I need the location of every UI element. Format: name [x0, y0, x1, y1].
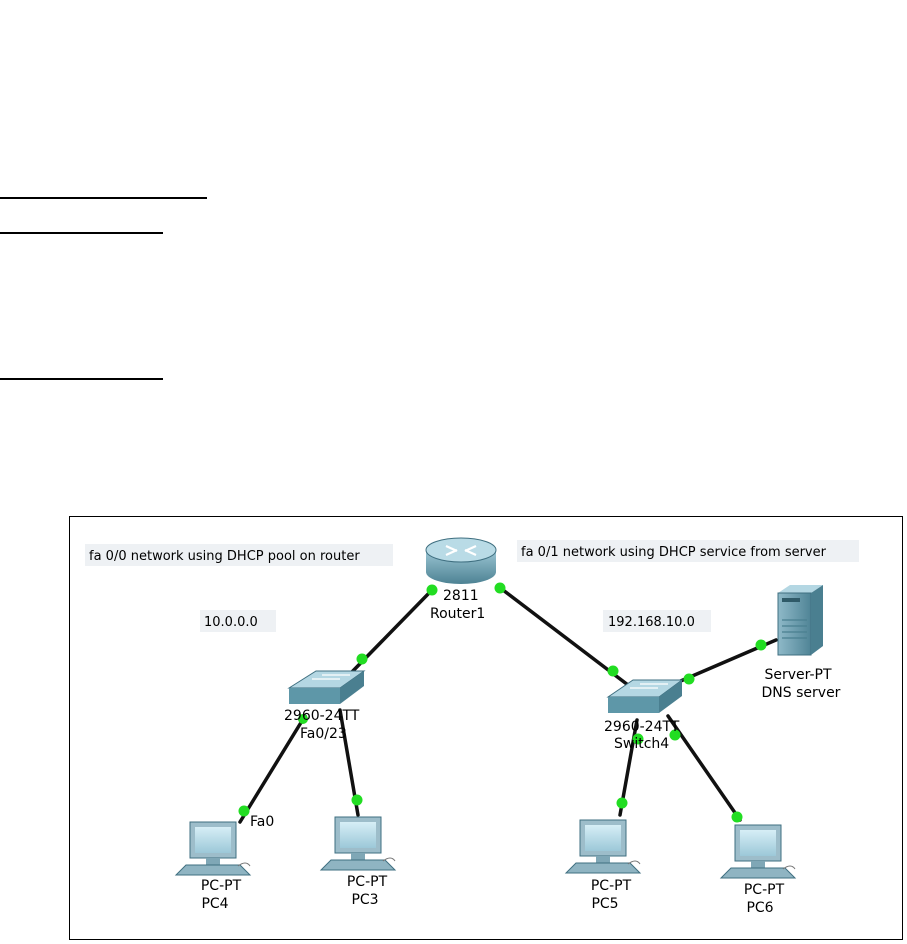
- port-switch-right-pc5: [632, 733, 644, 745]
- heading-underline-2: [0, 232, 163, 234]
- pc3-model-label: PC-PT: [347, 874, 388, 890]
- right-network-note-bg: [517, 540, 859, 562]
- switch-left-icon[interactable]: [287, 670, 366, 704]
- switch-right-icon[interactable]: [606, 679, 684, 713]
- port-router-fa01: [494, 582, 506, 594]
- switch-left-name-label: Fa0/23: [300, 726, 347, 742]
- heading-underline-1: [0, 197, 207, 199]
- pc3-icon[interactable]: [319, 816, 397, 871]
- port-router-fa00: [426, 584, 438, 596]
- right-network-note: fa 0/1 network using DHCP service from s…: [521, 545, 827, 560]
- left-subnet-label: 10.0.0.0: [204, 615, 258, 630]
- pc5-icon[interactable]: [564, 819, 642, 874]
- left-network-note: fa 0/0 network using DHCP pool on router: [89, 549, 360, 564]
- pc4-icon[interactable]: [174, 821, 252, 876]
- pc6-icon[interactable]: [719, 824, 797, 879]
- pc5-name-label: PC5: [591, 896, 618, 912]
- switch-right-name-label: Switch4: [614, 736, 669, 752]
- server-icon[interactable]: [777, 585, 823, 656]
- router-name-label: Router1: [430, 606, 485, 622]
- left-network-note-bg: [85, 544, 393, 566]
- server-name-label: DNS server: [762, 685, 841, 701]
- pc4-name-label: PC4: [201, 896, 228, 912]
- port-pc6: [731, 811, 743, 823]
- port-server: [755, 639, 767, 651]
- router-icon[interactable]: [425, 537, 497, 584]
- port-pc3: [351, 794, 363, 806]
- link-router-switch-right: [497, 585, 630, 687]
- pc3-name-label: PC3: [351, 892, 378, 908]
- right-subnet-label: 192.168.10.0: [608, 615, 695, 630]
- port-switch-right-pc6: [669, 729, 681, 741]
- pc4-model-label: PC-PT: [201, 878, 242, 894]
- port-switch-left-pc4: [298, 714, 308, 724]
- left-subnet-note-bg: [200, 610, 276, 632]
- router-model-label: 2811: [443, 588, 479, 604]
- heading-underline-3: [0, 378, 163, 380]
- server-model-label: Server-PT: [764, 667, 832, 683]
- port-switch-left-uplink: [356, 653, 368, 665]
- pc6-model-label: PC-PT: [744, 882, 785, 898]
- switch-left-model-label: 2960-24TT: [284, 708, 360, 724]
- pc4-port-label: Fa0: [250, 814, 274, 830]
- port-switch-right-server: [683, 673, 695, 685]
- right-subnet-note-bg: [603, 610, 711, 632]
- link-switch-left-pc4: [238, 714, 307, 824]
- port-pc4-fa0: [238, 805, 250, 817]
- pc5-model-label: PC-PT: [591, 878, 632, 894]
- switch-right-model-label: 2960-24TT: [604, 719, 680, 735]
- pc6-name-label: PC6: [746, 900, 773, 916]
- port-pc5: [616, 797, 628, 809]
- port-switch-right-uplink: [607, 665, 619, 677]
